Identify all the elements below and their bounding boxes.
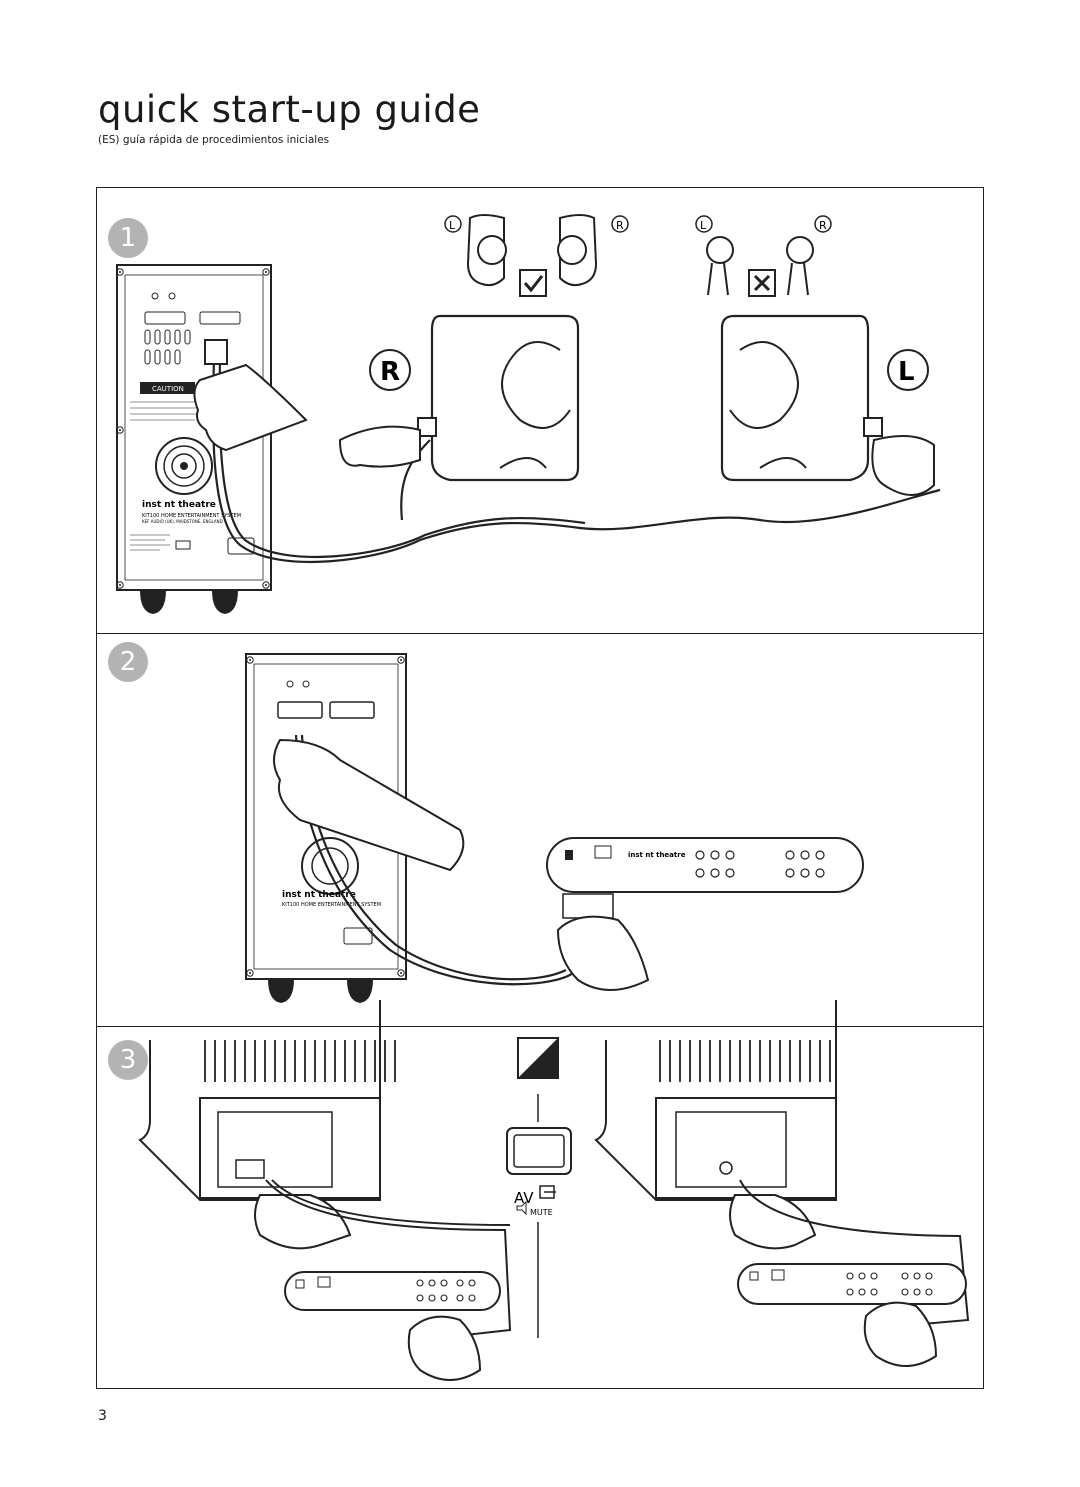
step1-panel-address: KEF AUDIO (UK), MAIDSTONE, ENGLAND (142, 519, 223, 524)
step2-panel-brand: inst nt theatre (282, 890, 356, 900)
step3-controller-right (737, 1263, 967, 1367)
step1-hand-left (193, 363, 308, 452)
step3-tv-left (138, 1000, 512, 1341)
step1-big-badge-l: L (898, 357, 915, 387)
step-number-3: 3 (108, 1040, 148, 1080)
mute-label: MUTE (530, 1208, 553, 1217)
page-subtitle: (ES) guía rápida de procedimientos inici… (98, 134, 330, 146)
step1-badge-r2: R (819, 219, 827, 232)
step2-controller: inst nt theatre (546, 837, 864, 991)
page-number: 3 (98, 1408, 107, 1424)
step2-controller-brand: inst nt theatre (628, 851, 686, 859)
page-title: quick start-up guide (98, 88, 481, 131)
step3-hand-2 (407, 1315, 482, 1381)
step1-cable (211, 359, 941, 564)
step1-big-badge-r: R (380, 357, 400, 387)
step1-badge-r: R (616, 219, 624, 232)
check-icon (523, 275, 544, 293)
step1-speaker-left-large: L (720, 314, 935, 496)
step2-hand-left (273, 738, 465, 872)
step1-speakers-correct: L R (444, 214, 629, 297)
step2-panel-model: KIT100 HOME ENTERTAINMENT SYSTEM (282, 902, 381, 908)
step3-tv-right (594, 1000, 970, 1327)
step3-hand-4 (863, 1301, 938, 1367)
step1-speakers-incorrect: L R (695, 215, 832, 297)
step1-hand-right (338, 425, 421, 468)
step1-panel-model: KIT100 HOME ENTERTAINMENT SYSTEM (142, 513, 241, 519)
step-number-2: 2 (108, 642, 148, 682)
svg-text:CAUTION: CAUTION (152, 385, 184, 393)
step-number-1: 1 (108, 218, 148, 258)
step1-speaker-right-large: R (338, 314, 580, 482)
step1-badge-l2: L (700, 219, 707, 232)
cross-icon (753, 274, 771, 292)
steps-frame (96, 187, 984, 1389)
step3-controller-left (284, 1271, 501, 1381)
step1-badge-l: L (449, 219, 456, 232)
step1-panel-brand: inst nt theatre (142, 500, 216, 510)
step1-hand-left2 (871, 435, 935, 496)
step2-hand-right (556, 915, 650, 991)
step-divider-2 (96, 1026, 984, 1027)
step-divider-1 (96, 633, 984, 634)
av-label: AV (514, 1189, 534, 1207)
step3-center-icons: AV MUTE (506, 1037, 572, 1338)
step3-hand-1 (254, 1194, 352, 1250)
step3-hand-3 (729, 1194, 817, 1250)
mute-icon (516, 1200, 527, 1216)
